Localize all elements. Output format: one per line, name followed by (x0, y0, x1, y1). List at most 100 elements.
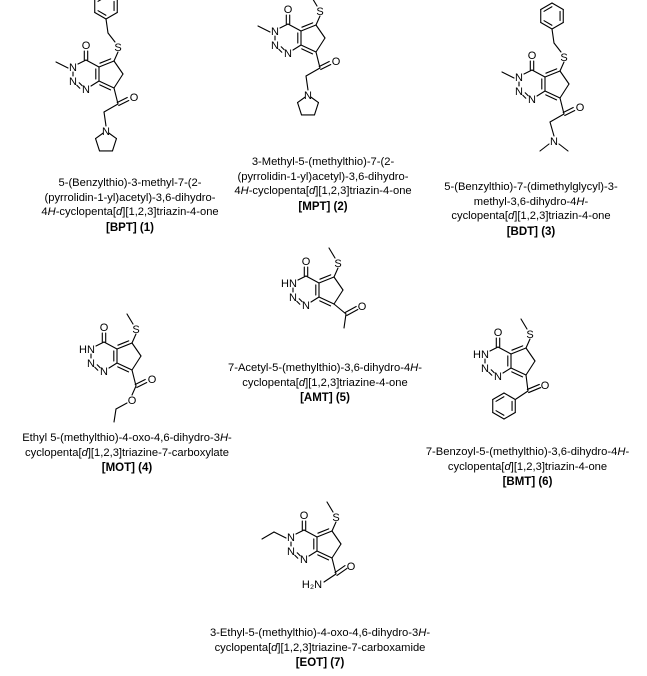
bond (308, 550, 318, 557)
bond (117, 340, 130, 346)
atom-label-o: O (332, 56, 341, 68)
atom-label-s: S (132, 324, 139, 336)
bond (312, 0, 318, 7)
bond (501, 71, 515, 79)
bond (99, 84, 112, 91)
atom-label-s: S (332, 512, 339, 524)
bond (113, 408, 117, 423)
bond (296, 96, 306, 104)
atom-label-n: N (284, 48, 292, 60)
bond (549, 113, 565, 123)
bond (108, 362, 118, 369)
bond (98, 80, 115, 89)
caption-eot: 3-Ethyl-5-(methylthio)-4-oxo-4,6-dihydro… (190, 626, 450, 671)
caption-bmt-line-2: cyclopenta[d][1,2,3]triazin-4-one (447, 460, 608, 473)
bond (94, 366, 99, 371)
bond (543, 20, 553, 26)
bond (301, 22, 314, 28)
bond (511, 345, 524, 351)
bond (551, 2, 564, 11)
atom-label-s: S (114, 42, 121, 54)
atom-label-n: N (69, 62, 77, 74)
bond (301, 48, 314, 55)
bond (488, 371, 493, 376)
bond (525, 338, 531, 349)
bond (524, 92, 529, 97)
atom-label-o: O (82, 40, 91, 52)
caption-eot-code: [EOT] (7) (295, 657, 345, 669)
bond (261, 531, 275, 540)
caption-amt-line-1: 7-Acetyl-5-(methylthio)-3,6-dihydro-4H- (228, 362, 422, 374)
bond (525, 360, 536, 376)
atom-label-n: N (289, 292, 297, 304)
bond (76, 84, 81, 89)
bond (105, 11, 118, 20)
bond (315, 24, 326, 39)
bond (305, 67, 321, 77)
bond (540, 2, 553, 11)
bond (126, 313, 134, 325)
bond (544, 90, 561, 99)
bond (98, 60, 115, 68)
atom-label-o: O (576, 102, 585, 114)
caption-mpt-line-3: 4H-cyclopenta[d][1,2,3]triazin-4-one (234, 185, 412, 197)
bond (559, 83, 570, 99)
bond (344, 305, 357, 314)
bond (559, 97, 565, 115)
bond (522, 94, 527, 99)
atom-label-o: O (528, 50, 537, 62)
caption-bpt: 5-(Benzylthio)-3-methyl-7-(2- (pyrrolidi… (20, 176, 240, 235)
atom-label-n: N (100, 366, 108, 378)
bond (319, 274, 332, 280)
bond (336, 567, 348, 576)
caption-bdt-line-1: 5-(Benzylthio)-7-(dimethylglycyl)-3- (444, 181, 618, 193)
bond (333, 303, 347, 315)
bond (97, 0, 102, 2)
bond (295, 529, 305, 535)
bond (95, 341, 105, 347)
atom-label-o: O (300, 510, 309, 522)
bond (280, 46, 285, 51)
atom-label-hn: HN (79, 344, 95, 356)
atom-label-n: N (287, 532, 295, 544)
bond (320, 63, 332, 71)
bond (319, 300, 332, 307)
bond (551, 21, 564, 30)
caption-mot-line-2: cyclopenta[d][1,2,3]triazine-7-carboxyla… (25, 446, 229, 459)
bond (539, 143, 550, 152)
bond (113, 73, 124, 89)
atom-label-s: S (560, 52, 567, 64)
bond (305, 275, 320, 284)
bond (131, 369, 137, 387)
bond (510, 367, 527, 376)
bond (131, 355, 142, 371)
atom-label-n: N (271, 40, 279, 52)
bond (298, 298, 303, 303)
atom-label-s: S (526, 329, 533, 341)
bond (331, 557, 337, 575)
bond (497, 346, 512, 355)
bond (107, 32, 116, 43)
caption-mpt-code: [MPT] (2) (298, 200, 348, 213)
bond (559, 70, 570, 85)
atom-label-n: N (287, 546, 295, 558)
bond (544, 70, 561, 78)
bond (287, 23, 302, 32)
atom-label-s: S (316, 6, 323, 18)
bond (116, 362, 133, 371)
bond (502, 367, 512, 374)
bond (273, 531, 287, 539)
bond (315, 37, 326, 53)
bond (317, 554, 330, 561)
bond (279, 23, 289, 29)
bond (333, 276, 344, 291)
atom-label-n: N (494, 371, 502, 383)
bond (296, 552, 301, 557)
atom-label-s: S (334, 258, 341, 270)
atom-label-o: O (284, 4, 293, 16)
bond (113, 51, 119, 62)
bond (294, 554, 299, 559)
